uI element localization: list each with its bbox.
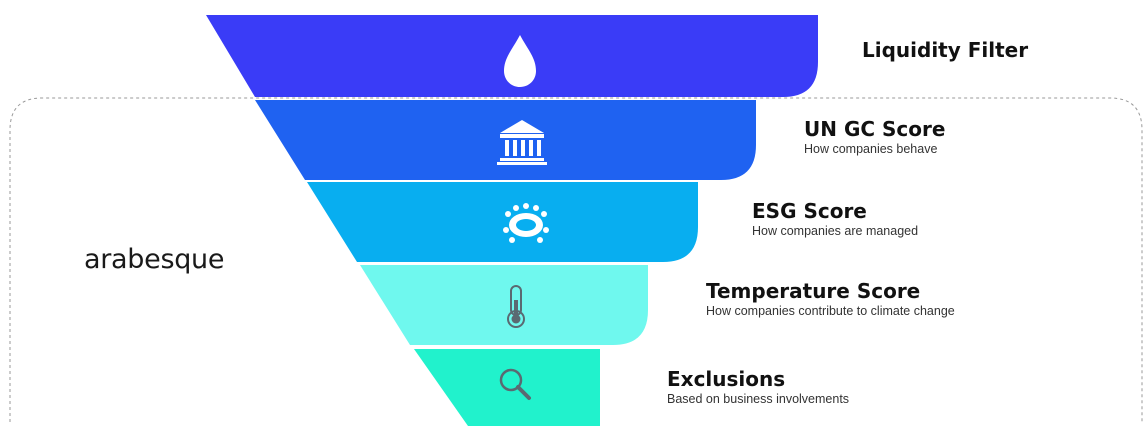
stage-title: ESG Score <box>752 199 867 223</box>
funnel-stage-esg <box>307 182 698 262</box>
stage-title: Temperature Score <box>706 279 921 303</box>
arabesque-dashed-frame <box>9 97 1143 422</box>
funnel-stage-temperature <box>360 265 648 345</box>
stage-title: UN GC Score <box>804 117 946 141</box>
boardroom-table-icon <box>503 203 549 243</box>
stage-subtitle: How companies are managed <box>752 224 919 238</box>
stage-subtitle: How companies behave <box>804 142 938 156</box>
stage-label-exclusions: Exclusions Based on business involvement… <box>667 367 849 407</box>
thermometer-icon <box>507 285 525 328</box>
funnel-stage-exclusions <box>414 349 600 426</box>
stage-label-liquidity: Liquidity Filter <box>862 38 1028 62</box>
stage-title: Liquidity Filter <box>862 38 1029 62</box>
government-building-icon <box>497 120 547 165</box>
stage-label-temperature: Temperature Score How companies contribu… <box>706 279 955 319</box>
arabesque-logo: arabesque <box>84 244 225 275</box>
stage-subtitle: Based on business involvements <box>667 392 850 406</box>
stage-label-ungc: UN GC Score How companies behave <box>804 117 945 157</box>
magnifier-icon <box>499 368 531 400</box>
water-drop-icon <box>504 35 536 87</box>
stage-title: Exclusions <box>667 367 786 391</box>
stage-label-esg: ESG Score How companies are managed <box>752 199 918 239</box>
stage-subtitle: How companies contribute to climate chan… <box>706 304 955 318</box>
